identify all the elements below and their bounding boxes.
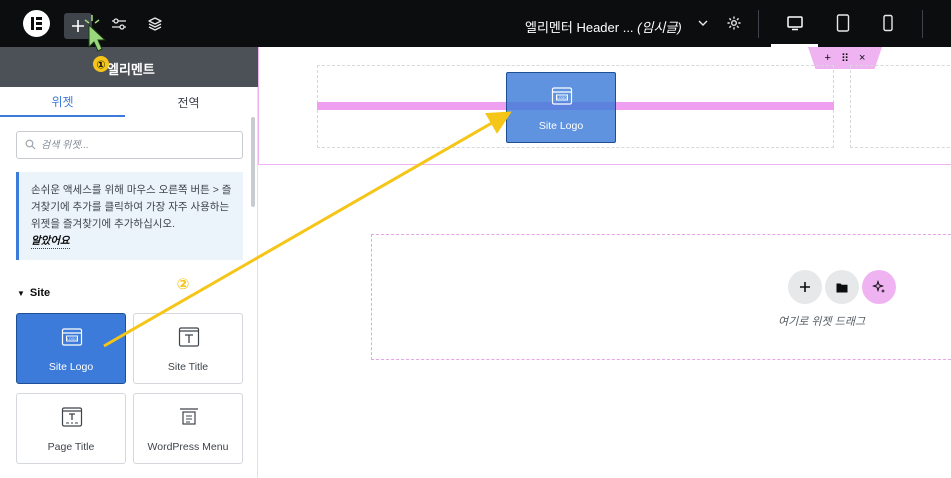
add-element-button[interactable] — [64, 13, 92, 39]
ai-generate-button[interactable] — [862, 270, 896, 304]
desktop-icon[interactable] — [786, 14, 804, 32]
active-device-indicator — [771, 44, 818, 47]
site-settings-button[interactable] — [107, 12, 131, 36]
svg-text:LOGO: LOGO — [557, 96, 567, 100]
search-icon — [25, 139, 36, 150]
widget-wordpress-menu[interactable]: WordPress Menu — [133, 393, 243, 464]
drag-widget-label: Site Logo — [538, 120, 584, 132]
panel-tabs: 위젯 전역 — [0, 87, 251, 117]
dragging-widget-site-logo[interactable]: LOGO Site Logo — [506, 72, 616, 143]
structure-button[interactable] — [143, 12, 167, 36]
header-container-right[interactable] — [850, 65, 951, 148]
widget-label: WordPress Menu — [147, 441, 229, 453]
tab-global[interactable]: 전역 — [177, 95, 200, 110]
drag-handle-icon[interactable]: ⠿ — [840, 52, 850, 65]
elementor-logo-icon[interactable] — [23, 10, 50, 37]
document-title[interactable]: 엘리멘터 Header ... (임시글) — [525, 17, 682, 36]
site-settings-icon — [112, 18, 126, 30]
plus-icon — [800, 282, 810, 292]
drop-hint-text: 여기로 위젯 드래그 — [778, 316, 866, 328]
widget-label: Page Title — [47, 441, 95, 453]
widget-label: Site Title — [167, 361, 209, 373]
widget-search — [16, 131, 243, 159]
panel-scrollbar[interactable] — [251, 117, 255, 207]
folder-icon — [836, 283, 848, 292]
wordpress-menu-icon — [180, 408, 198, 425]
chevron-down-icon[interactable] — [697, 18, 709, 28]
tablet-icon[interactable] — [836, 14, 850, 32]
widget-page-title[interactable]: Page Title — [16, 393, 126, 464]
add-section-icon[interactable]: + — [824, 52, 831, 64]
sparkle-icon — [872, 280, 885, 293]
add-element-icon — [72, 20, 84, 32]
svg-text:LOGO: LOGO — [67, 337, 77, 341]
notice-dismiss-link[interactable]: 알았어요 — [31, 235, 70, 249]
tab-widgets[interactable]: 위젯 — [0, 87, 125, 117]
widget-panel: 엘리멘트 위젯 전역 손쉬운 액세스를 위해 마우스 오른쪽 버튼 > 즐겨찾기… — [0, 47, 258, 478]
favorites-notice: 손쉬운 액세스를 위해 마우스 오른쪽 버튼 > 즐겨찾기에 추가를 클릭하여 … — [16, 172, 243, 260]
site-logo-icon: LOGO — [551, 87, 573, 105]
widget-site-title[interactable]: Site Title — [133, 313, 243, 384]
search-input[interactable] — [41, 135, 236, 155]
add-template-button[interactable] — [825, 270, 859, 304]
category-site[interactable]: ▼ Site — [17, 287, 50, 299]
delete-section-icon[interactable]: × — [859, 52, 866, 64]
divider — [922, 10, 923, 38]
page-title-icon — [61, 407, 83, 427]
site-title-icon — [178, 327, 200, 347]
header-section[interactable] — [258, 47, 951, 165]
site-logo-icon: LOGO — [61, 328, 83, 346]
empty-container[interactable] — [371, 234, 951, 360]
structure-icon — [148, 17, 162, 31]
document-status: (임시글) — [637, 20, 682, 35]
divider — [758, 10, 759, 38]
caret-down-icon: ▼ — [17, 289, 25, 298]
editor-canvas[interactable]: + ⠿ × LOGO Site Logo 여기로 위젯 드래그 — [258, 47, 951, 478]
section-handle[interactable]: + ⠿ × — [808, 47, 882, 69]
category-title: Site — [29, 287, 51, 299]
widget-site-logo[interactable]: LOGO Site Logo — [16, 313, 126, 384]
panel-title: 엘리멘트 — [107, 62, 155, 77]
widget-label: Site Logo — [48, 361, 94, 373]
notice-text: 손쉬운 액세스를 위해 마우스 오른쪽 버튼 > 즐겨찾기에 추가를 클릭하여 … — [31, 184, 232, 230]
mobile-icon[interactable] — [882, 14, 894, 32]
gear-icon[interactable] — [726, 15, 742, 31]
panel-header: 엘리멘트 — [0, 47, 258, 87]
document-title-text: 엘리멘터 Header ... — [525, 20, 634, 35]
add-container-button[interactable] — [788, 270, 822, 304]
top-bar: 엘리멘터 Header ... (임시글) — [0, 0, 951, 47]
